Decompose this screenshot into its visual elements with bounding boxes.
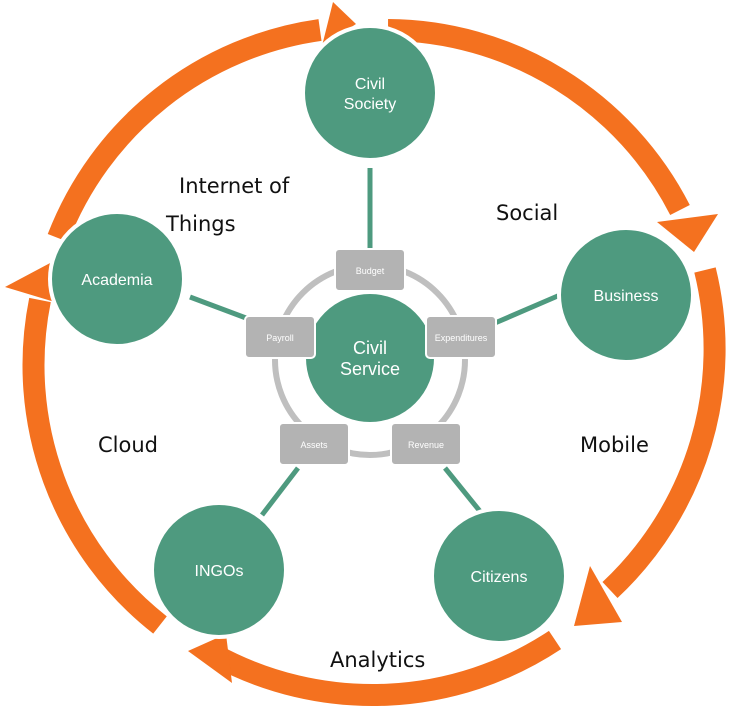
- outer-nodes: Civil Society Business Citizens INGOs Ac…: [48, 24, 695, 645]
- cycle-arrowhead-right: [574, 566, 622, 626]
- node-business-label: Business: [594, 288, 659, 305]
- connectors: [189, 168, 561, 517]
- tech-label-iot-line1: Internet of: [179, 174, 290, 198]
- tech-label-iot-line2: Things: [165, 212, 236, 236]
- node-academia-label: Academia: [81, 272, 152, 289]
- box-expenditures: Expenditures: [425, 315, 497, 359]
- box-payroll: Payroll: [244, 315, 316, 359]
- cycle-arrowhead-top-left: [322, 2, 356, 46]
- node-ingos-label: INGOs: [195, 563, 244, 580]
- box-payroll-label: Payroll: [266, 333, 294, 343]
- connector-citizens: [443, 466, 485, 517]
- center-label-line1: Civil: [353, 338, 387, 358]
- connector-business: [494, 292, 561, 326]
- technology-labels: Internet of Things Social Mobile Analyti…: [98, 174, 649, 672]
- node-citizens-label: Citizens: [471, 569, 528, 586]
- center-circle: [302, 290, 438, 426]
- node-citizens: Citizens: [430, 507, 568, 645]
- tech-label-mobile: Mobile: [580, 433, 649, 457]
- box-revenue-label: Revenue: [408, 440, 444, 450]
- node-academia: Academia: [48, 210, 186, 348]
- node-civil-society-line1: Civil: [355, 76, 385, 93]
- tech-label-cloud: Cloud: [98, 433, 158, 457]
- connector-academia: [189, 294, 247, 321]
- box-budget: Budget: [334, 248, 406, 292]
- node-ingos: INGOs: [150, 501, 288, 639]
- center-label-line2: Service: [340, 359, 400, 379]
- tech-label-social: Social: [496, 201, 558, 225]
- node-civil-society: Civil Society: [301, 24, 439, 162]
- cycle-arrow-bottom: [209, 630, 562, 707]
- box-assets: Assets: [278, 422, 350, 466]
- data-boxes: Budget Expenditures Revenue Assets Payro…: [244, 248, 497, 466]
- cycle-arrowhead-top-right: [657, 214, 718, 252]
- cycle-arrowhead-bottom: [188, 634, 232, 683]
- outer-cycle-arrows: [5, 2, 726, 707]
- box-revenue: Revenue: [390, 422, 462, 466]
- node-civil-society-line2: Society: [344, 96, 396, 113]
- node-business: Business: [557, 226, 695, 364]
- tech-label-analytics: Analytics: [330, 648, 425, 672]
- cycle-arrow-top-left: [47, 19, 322, 242]
- cycle-arrow-right: [602, 267, 726, 599]
- cycle-arrow-left: [22, 297, 167, 634]
- cycle-arrow-top-right: [387, 19, 690, 216]
- center-node: Civil Service: [302, 290, 438, 426]
- box-budget-label: Budget: [356, 266, 385, 276]
- box-assets-label: Assets: [300, 440, 328, 450]
- cycle-arrowhead-left: [5, 262, 58, 303]
- box-expenditures-label: Expenditures: [435, 333, 488, 343]
- connector-ingos: [260, 466, 300, 517]
